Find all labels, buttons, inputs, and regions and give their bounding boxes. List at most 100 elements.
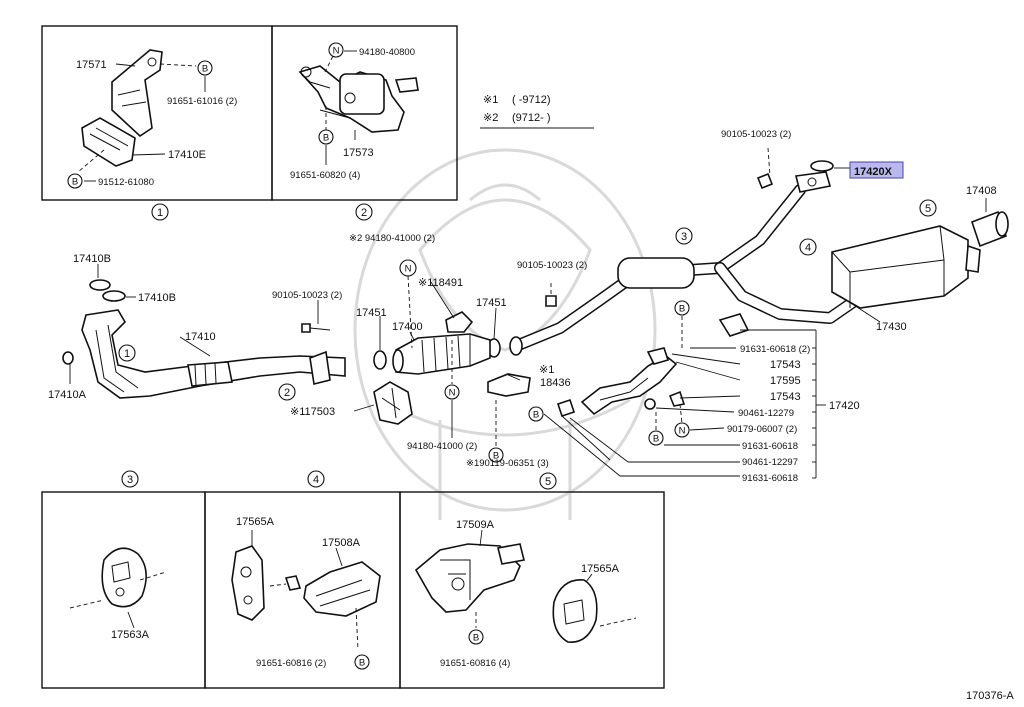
bolt-circle-b xyxy=(648,430,664,446)
label-17408: 17408 xyxy=(966,185,997,197)
hanger-17509A xyxy=(414,543,521,613)
svg-text:N: N xyxy=(333,46,340,57)
label-91651-60816-4: 91651-60816 (4) xyxy=(440,658,510,669)
svg-text:B: B xyxy=(72,177,78,188)
label-18436-mark: ※1 xyxy=(539,364,554,376)
label-17400: 17400 xyxy=(392,321,423,333)
label-90105-10023-left: 90105-10023 (2) xyxy=(272,290,342,301)
label-17508A: 17508A xyxy=(322,537,361,549)
svg-text:B: B xyxy=(679,304,685,315)
ref-circle-5b xyxy=(539,472,557,490)
bolt-circle-b xyxy=(354,654,370,670)
label-91651-60816: 91651-60816 (2) xyxy=(256,658,326,669)
label-17410E: 17410E xyxy=(168,149,206,161)
detail-number-2 xyxy=(355,203,373,221)
detail-number-4 xyxy=(307,470,325,488)
label-17410: 17410 xyxy=(185,331,216,343)
svg-text:B: B xyxy=(359,658,365,669)
detail-box-2: N B 94180-40800 17573 91651-60820 (4) xyxy=(271,25,458,201)
svg-text:1: 1 xyxy=(124,348,130,360)
label-18436: 18436 xyxy=(540,377,571,389)
svg-text:5: 5 xyxy=(925,203,931,215)
label-17595: 17595 xyxy=(770,375,801,387)
svg-text:4: 4 xyxy=(313,474,319,486)
catalytic-converter-17400 xyxy=(395,333,491,375)
svg-text:N: N xyxy=(405,264,412,275)
svg-text:4: 4 xyxy=(805,242,811,254)
gasket-17410B-a xyxy=(89,279,111,291)
main-assembly: N N B B B N B 1 2 3 4 5 5 17410B 17410B … xyxy=(48,129,1009,490)
detail-number-1 xyxy=(151,203,169,221)
label-90105-10023-top: 90105-10023 (2) xyxy=(721,129,791,140)
ref-circle-5 xyxy=(919,199,937,217)
svg-text:B: B xyxy=(323,133,329,144)
svg-text:B: B xyxy=(533,410,539,421)
label-118491: ※118491 xyxy=(418,277,463,289)
bolt-90105-top xyxy=(756,172,774,190)
muffler-17430 xyxy=(831,225,969,309)
svg-text:N: N xyxy=(679,426,686,437)
diagram-id: 170376-A xyxy=(966,690,1014,702)
label-17410B: 17410B xyxy=(138,292,176,304)
bolt-circle-b xyxy=(528,406,544,422)
detail-box-3: 17563A xyxy=(41,491,206,689)
svg-text:N: N xyxy=(449,388,456,399)
label-17543: 17543 xyxy=(770,359,801,371)
support-18436 xyxy=(487,373,531,397)
svg-text:2: 2 xyxy=(284,387,290,399)
label-17420: 17420 xyxy=(829,400,860,412)
svg-text:3: 3 xyxy=(681,231,687,243)
gasket-17451-a xyxy=(373,350,387,370)
label-17543: 17543 xyxy=(770,391,801,403)
svg-text:1: 1 xyxy=(157,207,163,219)
detail-box-4: B 17565A 17508A 91651-60816 (2) xyxy=(204,491,401,689)
bolt-circle-b xyxy=(67,173,83,189)
label-90105-10023-mid: 90105-10023 (2) xyxy=(517,260,587,271)
label-90461-12297: 90461-12297 xyxy=(742,457,798,468)
label-94180-40800: 94180-40800 xyxy=(359,47,415,58)
label-17410B: 17410B xyxy=(73,253,111,265)
bracket-117503 xyxy=(373,381,413,425)
label-91651-61016: 91651-61016 (2) xyxy=(167,96,237,107)
rubber-mount-17563A xyxy=(101,547,147,608)
label-94180-41000-bot: 94180-41000 (2) xyxy=(407,441,477,452)
bolt-circle-b xyxy=(197,60,213,76)
svg-text:(9712- ): (9712- ) xyxy=(512,112,551,124)
nut-circle-n xyxy=(444,384,460,400)
label-17420X[interactable]: 17420X xyxy=(854,166,893,178)
legend: ※1 ( -9712) ※2 (9712- ) xyxy=(480,94,594,129)
bolt-circle-b xyxy=(674,300,690,316)
label-90179-06007: 90179-06007 (2) xyxy=(727,424,797,435)
label-91631-60618: 91631-60618 xyxy=(742,473,798,484)
detail-box-5: B 17509A 17565A 91651-60816 (4) xyxy=(399,491,665,689)
nut-circle-n xyxy=(399,259,417,277)
rubber-mount-17565A-b xyxy=(552,579,598,643)
detail-number-3 xyxy=(121,470,139,488)
label-17565A: 17565A xyxy=(236,516,275,528)
label-17573: 17573 xyxy=(343,147,374,159)
label-91651-60820: 91651-60820 (4) xyxy=(290,170,360,181)
ref-circle-3 xyxy=(675,227,693,245)
label-91512-61080: 91512-61080 xyxy=(98,177,154,188)
heat-shield-118491 xyxy=(445,311,474,333)
bolt-circle-b xyxy=(318,129,334,145)
svg-text:B: B xyxy=(653,434,659,445)
bolt-circle-b xyxy=(488,447,504,463)
gasket-17410B-b xyxy=(102,290,126,302)
highlight-17420X xyxy=(849,161,904,179)
bracket-17595 xyxy=(580,355,678,416)
plate-17410E xyxy=(81,117,136,167)
ref-circle-4 xyxy=(799,238,817,256)
bracket-17571 xyxy=(111,49,163,138)
label-17563A: 17563A xyxy=(111,629,150,641)
sub-muffler xyxy=(617,257,695,289)
nut-circle-n xyxy=(674,422,690,438)
label-91631-60618-2: 91631-60618 (2) xyxy=(740,344,810,355)
detail-box-1: B B 17571 91651-61016 (2) 17410E 91512-6… xyxy=(41,25,273,201)
label-91631-60618: 91631-60618 xyxy=(742,441,798,452)
label-17451: 17451 xyxy=(356,307,387,319)
front-pipe-17410 xyxy=(81,309,346,399)
ref-circle-1 xyxy=(118,344,136,362)
svg-text:B: B xyxy=(493,451,499,462)
svg-text:3: 3 xyxy=(127,474,133,486)
